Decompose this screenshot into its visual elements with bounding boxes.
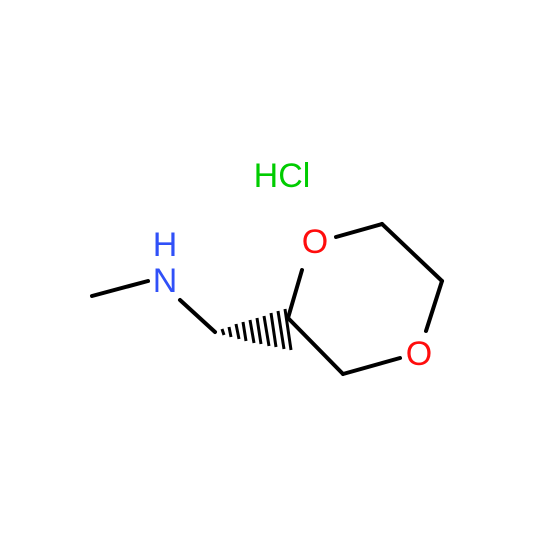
- atom-label-hydrogen: H: [153, 226, 178, 264]
- bond-stereo-hashed-wedge: [220, 308, 293, 351]
- bond-c2-o1: [286, 268, 304, 320]
- bond-o1-c6: [334, 222, 384, 239]
- bond-c3-c2: [286, 316, 345, 376]
- atom-label-oxygen-1: O: [302, 223, 328, 261]
- salt-label-hcl: HCl: [254, 157, 311, 195]
- bond-n-ch2: [178, 298, 217, 334]
- bond-o4-c3: [341, 356, 402, 376]
- bond-c5-o4: [424, 279, 444, 333]
- bond-c6-c5: [380, 222, 444, 283]
- atom-label-oxygen-4: O: [406, 335, 432, 373]
- atom-label-nitrogen: N: [153, 262, 178, 300]
- bond-methyl-n: [90, 279, 150, 298]
